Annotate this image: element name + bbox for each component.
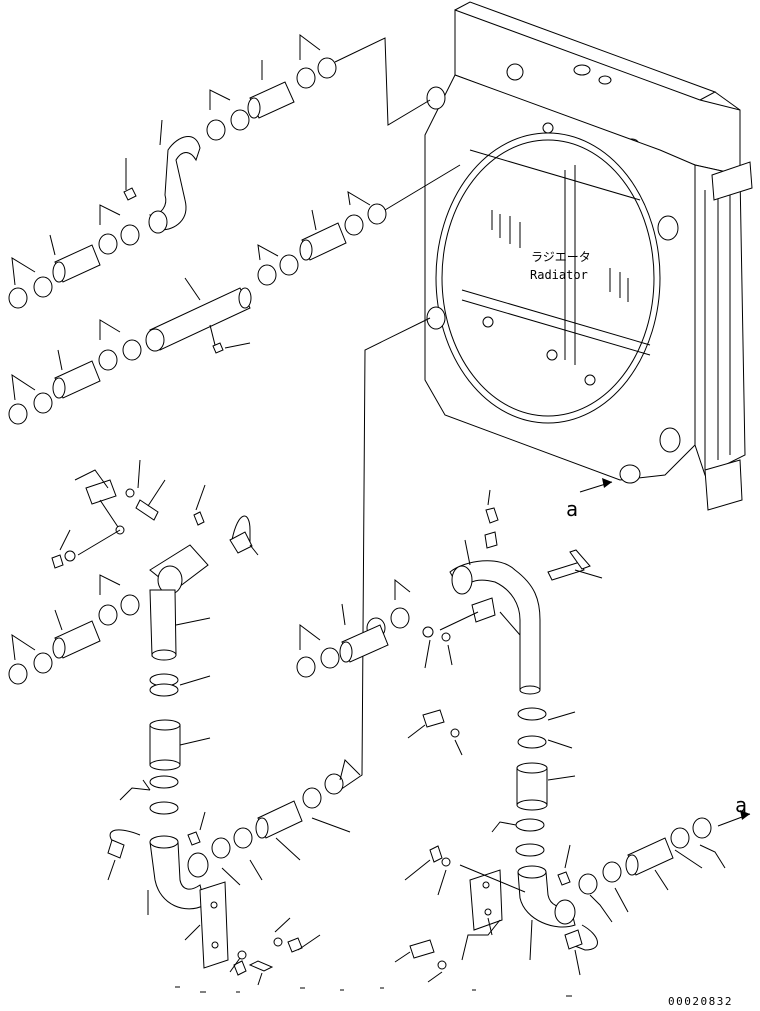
lower-right-assembly (395, 818, 725, 982)
view-arrow-right: a (718, 793, 750, 826)
center-hose-run (297, 580, 410, 677)
view-a-right-label: a (735, 793, 747, 817)
baseline-marks (175, 987, 572, 996)
radiator-label-jp: ラジエータ (531, 250, 591, 264)
radiator-assembly: ラジエータ Radiator (425, 2, 752, 510)
upper-hose-run-1 (9, 35, 430, 308)
lower-left-assembly (108, 318, 430, 985)
right-mid-assembly (408, 490, 602, 856)
left-mid-assembly (9, 460, 258, 814)
view-arrow-left: a (566, 478, 612, 521)
drawing-number: 00020832 (668, 995, 733, 1008)
view-a-left-label: a (566, 497, 578, 521)
radiator-label-en: Radiator (530, 268, 588, 282)
upper-hose-run-2 (9, 165, 460, 424)
